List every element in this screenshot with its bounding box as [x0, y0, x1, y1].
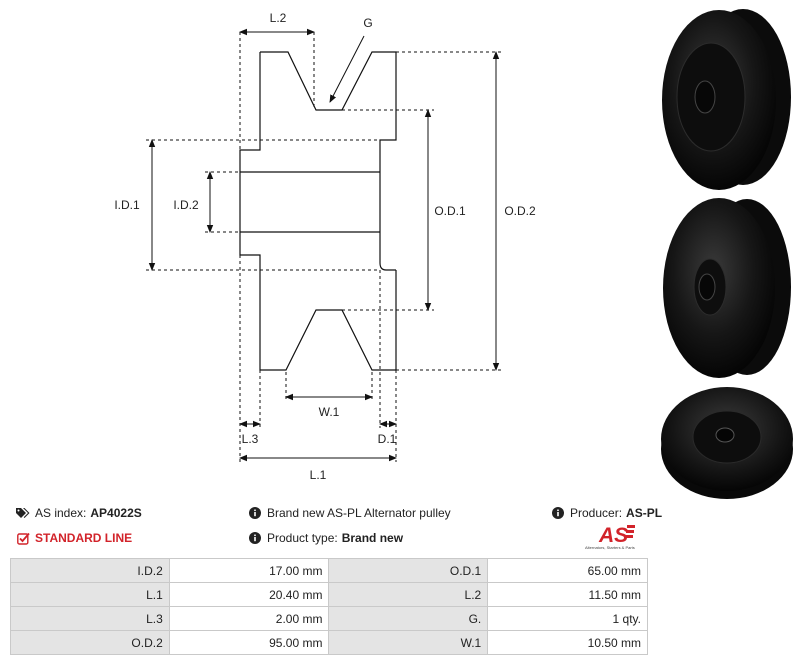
spec-name-cell: O.D.1 [328, 558, 489, 583]
description: Brand new AS-PL Alternator pulley [248, 506, 451, 520]
as-index-value: AP4022S [90, 506, 142, 520]
spec-value-cell: 65.00 mm [487, 558, 648, 583]
dimension-labels: L.2 G I.D.1 I.D.2 O.D.1 O.D.2 W.1 L.3 D.… [114, 11, 536, 482]
label-g: G [363, 16, 372, 30]
pulley-photo-side [663, 198, 791, 378]
label-l3: L.3 [242, 432, 259, 446]
spec-value-cell: 1 qty. [487, 606, 648, 631]
tags-icon [16, 506, 30, 520]
spec-name-cell: W.1 [328, 630, 489, 655]
spec-name-cell: L.1 [10, 582, 170, 607]
spec-value-cell: 95.00 mm [168, 630, 330, 655]
logo-text: AS [598, 524, 628, 545]
as-index-label: AS index: [35, 506, 87, 520]
info-icon [248, 531, 262, 545]
spec-value-cell: 17.00 mm [168, 558, 330, 583]
producer: Producer: AS-PL [551, 506, 662, 520]
spec-value-cell: 10.50 mm [487, 630, 648, 655]
product-type-label: Product type: [267, 531, 338, 545]
pulley-technical-drawing: L.2 G I.D.1 I.D.2 O.D.1 O.D.2 W.1 L.3 D.… [114, 11, 536, 482]
spec-name-cell: G. [328, 606, 489, 631]
as-index: AS index: AP4022S [16, 506, 142, 520]
spec-name-cell: I.D.2 [10, 558, 170, 583]
spec-value-cell: 11.50 mm [487, 582, 648, 607]
pulley-photo-angled [662, 9, 791, 190]
spec-name-cell: L.3 [10, 606, 170, 631]
producer-value: AS-PL [626, 506, 663, 520]
spec-value-cell: 2.00 mm [168, 606, 330, 631]
label-w1: W.1 [319, 405, 340, 419]
pulley-outline [239, 51, 397, 371]
info-icon [248, 506, 262, 520]
label-id2: I.D.2 [173, 198, 199, 212]
description-text: Brand new AS-PL Alternator pulley [267, 506, 451, 520]
info-icon [551, 506, 565, 520]
product-type-value: Brand new [341, 531, 404, 545]
spec-name-cell: L.2 [328, 582, 489, 607]
producer-label: Producer: [570, 506, 623, 520]
label-d1: D.1 [378, 432, 397, 446]
dimension-arrows [148, 28, 500, 462]
standard-line-badge: STANDARD LINE [16, 531, 132, 545]
label-l1: L.1 [310, 468, 327, 482]
label-l2: L.2 [270, 11, 287, 25]
as-pl-logo: AS Alternators, Starters & Parts [585, 521, 651, 551]
spec-value-cell: 20.40 mm [168, 582, 330, 607]
standard-line-text: STANDARD LINE [35, 531, 133, 545]
label-od1: O.D.1 [434, 204, 466, 218]
label-od2: O.D.2 [504, 204, 536, 218]
spec-name-cell: O.D.2 [10, 630, 170, 655]
logo-tagline: Alternators, Starters & Parts [585, 545, 635, 550]
label-id1: I.D.1 [114, 198, 140, 212]
product-type: Product type: Brand new [248, 531, 403, 545]
checkbox-checked-icon [16, 531, 30, 545]
pulley-photo-front [661, 387, 793, 499]
